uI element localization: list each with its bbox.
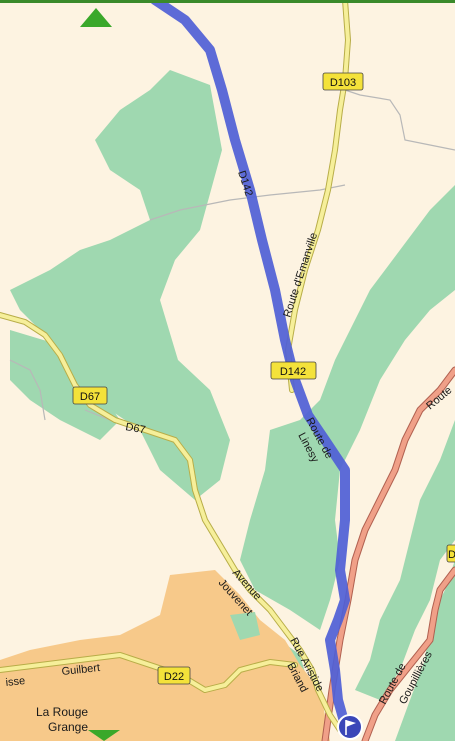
svg-text:D: D: [448, 549, 455, 561]
label-d142-vertical: D142: [235, 169, 255, 198]
salmon-roads: [321, 366, 455, 741]
label-isse: isse: [5, 675, 26, 689]
arrow-up-icon[interactable]: [80, 8, 112, 27]
route-line: [150, 0, 350, 730]
label-guilbert: Guilbert: [61, 662, 101, 678]
arrow-down-icon[interactable]: [88, 730, 120, 741]
forest-areas: [10, 70, 455, 741]
shield-partial: D: [446, 544, 455, 563]
shield-d22: D22: [157, 666, 191, 685]
label-route-emanville: Route d'Emanville: [281, 231, 320, 319]
shield-d103: D103: [322, 72, 364, 91]
place-la-rouge-2: Grange: [48, 720, 88, 734]
urban-area: [0, 570, 330, 741]
shield-d142: D142: [270, 361, 317, 380]
place-la-rouge-1: La Rouge: [36, 705, 88, 719]
svg-text:D142: D142: [280, 366, 306, 378]
svg-text:D67: D67: [80, 391, 100, 403]
flag-icon[interactable]: [337, 714, 363, 740]
label-d67-road: D67: [124, 421, 146, 436]
shield-d67: D67: [72, 386, 108, 405]
top-border: [0, 0, 455, 3]
label-route-right: Route: [424, 384, 454, 412]
svg-text:D103: D103: [330, 77, 356, 89]
svg-text:D22: D22: [164, 671, 184, 683]
